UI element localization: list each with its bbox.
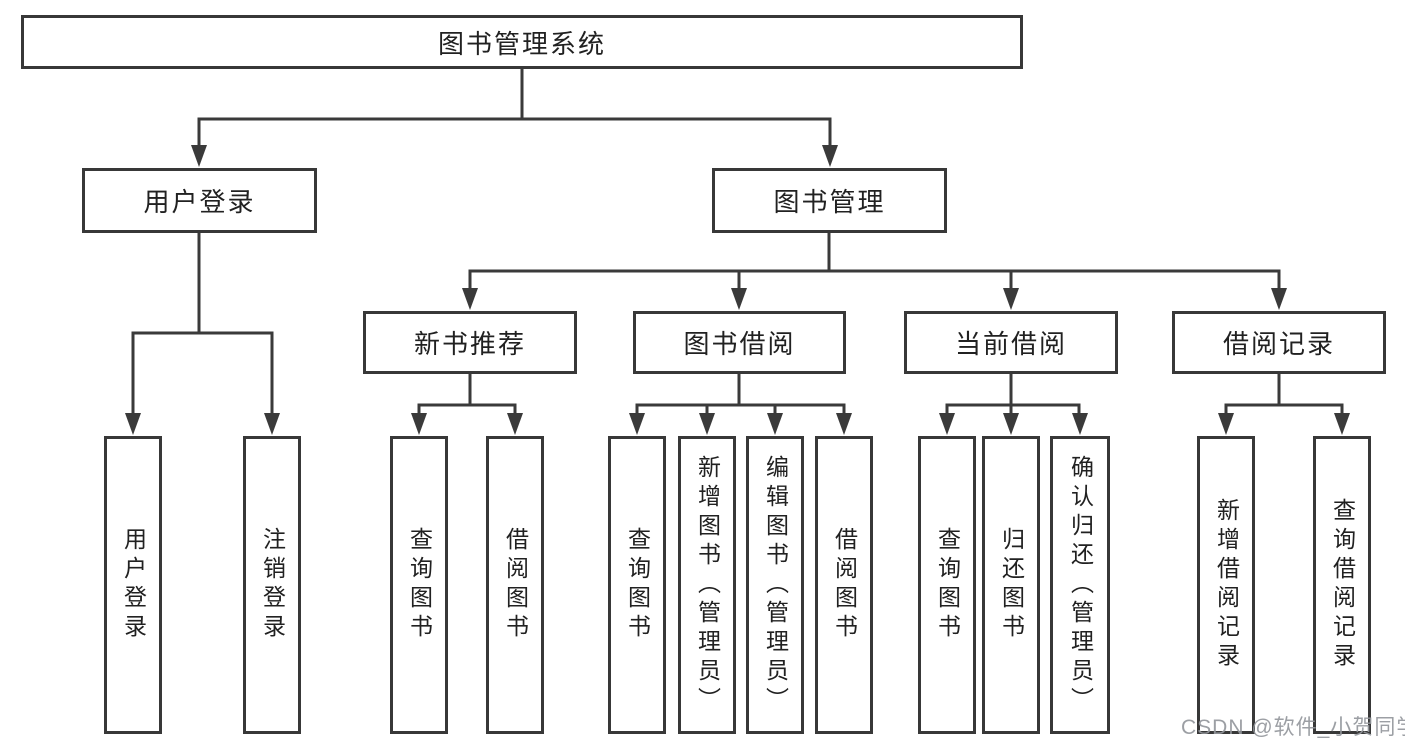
node-book-borrow-label: 图书借阅 [683, 329, 796, 359]
node-root-label: 图书管理系统 [437, 28, 606, 59]
arrow-to-bb-add [699, 413, 715, 435]
node-new-book-recommend: 新书推荐 [363, 311, 577, 374]
arrow-to-bb-edit [767, 413, 783, 435]
node-book-management: 图书管理 [712, 168, 947, 233]
watermark: CSDN @软件_小贺同学 [1181, 716, 1405, 739]
arrow-to-borrow-records [1271, 288, 1287, 310]
arrow-to-br-query [1334, 413, 1350, 435]
leaf-bb-query-book-label: 查询图书 [624, 527, 651, 643]
leaf-nbr-borrow-book: 借阅图书 [486, 436, 544, 734]
leaf-bb-borrow-book: 借阅图书 [815, 436, 873, 734]
leaf-bb-add-book-admin-label: 新增图书（管理员） [694, 454, 721, 716]
arrow-to-br-add [1218, 413, 1234, 435]
arrow-to-cb-confirm [1072, 413, 1088, 435]
connector-bb-bracket [635, 403, 846, 421]
node-book-management-label: 图书管理 [773, 187, 886, 217]
leaf-br-query-record: 查询借阅记录 [1313, 436, 1371, 734]
leaf-bb-query-book: 查询图书 [608, 436, 666, 734]
arrow-to-cb-query [939, 413, 955, 435]
leaf-cb-confirm-return-admin-label: 确认归还（管理员） [1067, 454, 1094, 716]
node-borrow-records: 借阅记录 [1172, 311, 1386, 374]
leaf-user-login: 用户登录 [104, 436, 162, 734]
leaf-nbr-query-book: 查询图书 [390, 436, 448, 734]
leaf-bb-edit-book-admin: 编辑图书（管理员） [746, 436, 804, 734]
node-current-borrow-label: 当前借阅 [954, 329, 1067, 359]
leaf-bb-borrow-book-label: 借阅图书 [831, 527, 858, 643]
arrow-to-cb-return [1003, 413, 1019, 435]
arrow-to-current-borrow [1003, 288, 1019, 310]
leaf-nbr-query-book-label: 查询图书 [406, 527, 433, 643]
leaf-logout: 注销登录 [243, 436, 301, 734]
leaf-cb-return-book: 归还图书 [982, 436, 1040, 734]
leaf-user-login-label: 用户登录 [120, 527, 147, 643]
connector-nbr-bracket [417, 403, 517, 421]
arrow-to-user-login [191, 145, 207, 167]
connector-level3-bracket [468, 269, 1281, 297]
node-user-login-label: 用户登录 [143, 187, 256, 217]
arrow-to-bb-borrow [836, 413, 852, 435]
leaf-br-add-record: 新增借阅记录 [1197, 436, 1255, 734]
leaf-nbr-borrow-book-label: 借阅图书 [502, 527, 529, 643]
node-root: 图书管理系统 [21, 15, 1023, 69]
leaf-cb-confirm-return-admin: 确认归还（管理员） [1050, 436, 1110, 734]
node-current-borrow: 当前借阅 [904, 311, 1118, 374]
leaf-bb-edit-book-admin-label: 编辑图书（管理员） [762, 454, 789, 716]
connector-br-bracket [1224, 403, 1344, 421]
leaf-cb-return-book-label: 归还图书 [998, 527, 1025, 643]
leaf-br-query-record-label: 查询借阅记录 [1329, 498, 1356, 672]
arrow-to-nbr-query [411, 413, 427, 435]
arrow-to-book-management [822, 145, 838, 167]
node-book-borrow: 图书借阅 [633, 311, 846, 374]
node-user-login: 用户登录 [82, 168, 317, 233]
arrow-to-logout [264, 413, 280, 435]
leaf-br-add-record-label: 新增借阅记录 [1213, 498, 1240, 672]
connector-level2-bracket [197, 117, 832, 149]
node-borrow-records-label: 借阅记录 [1222, 329, 1335, 359]
leaf-logout-label: 注销登录 [259, 527, 286, 643]
arrow-to-book-borrow [731, 288, 747, 310]
arrow-to-nbr-borrow [507, 413, 523, 435]
arrow-to-bb-query [629, 413, 645, 435]
leaf-cb-query-book-label: 查询图书 [934, 527, 961, 643]
arrow-to-login [125, 413, 141, 435]
node-new-book-recommend-label: 新书推荐 [413, 329, 526, 359]
leaf-cb-query-book: 查询图书 [918, 436, 976, 734]
arrowheads [125, 145, 1350, 435]
connector-userlogin-bracket [131, 331, 274, 421]
leaf-bb-add-book-admin: 新增图书（管理员） [678, 436, 736, 734]
arrow-to-new-book-recommend [462, 288, 478, 310]
